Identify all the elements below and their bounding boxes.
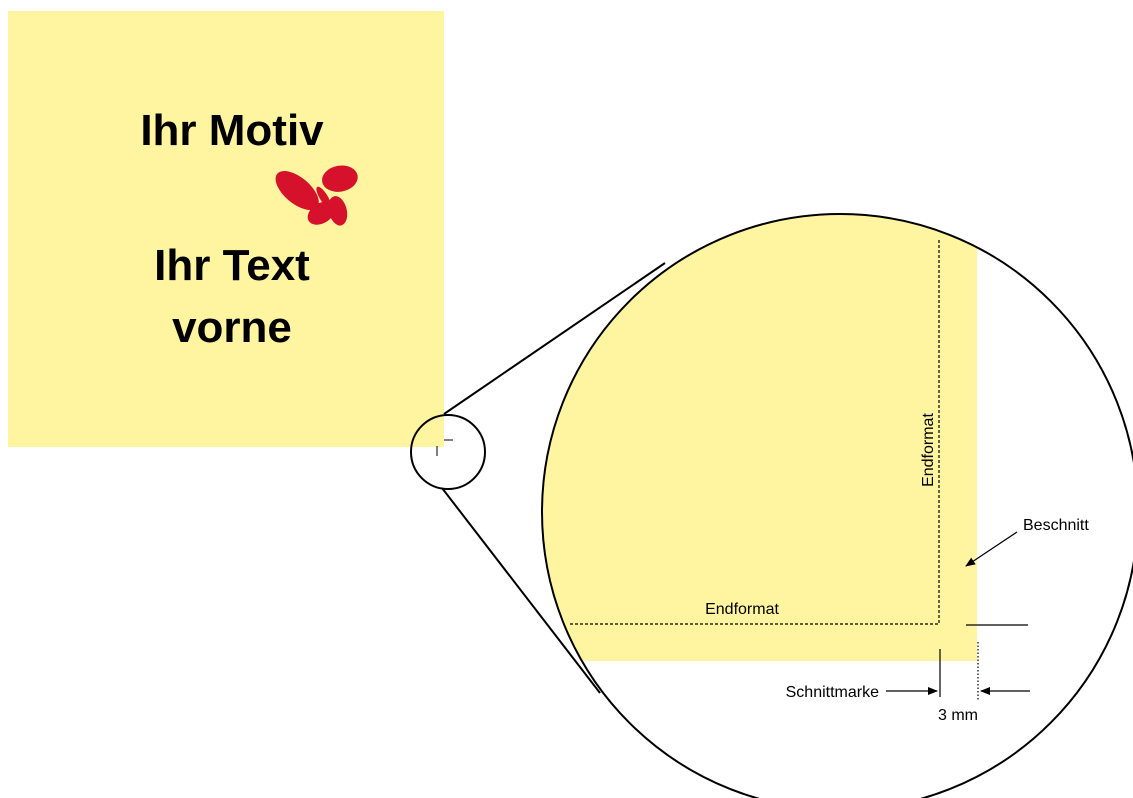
schnittmarke-label: Schnittmarke [786,684,879,701]
endformat-horizontal-label: Endformat [705,601,779,618]
endformat-trim-line [570,238,940,625]
card-background [8,11,444,447]
text-label-line2: vorne [172,303,292,352]
connector-line-bottom [441,487,601,694]
beschnitt-label: Beschnitt [1023,517,1089,534]
text-label-line1: Ihr Text [154,241,310,290]
zoom-bleed-area [542,214,977,661]
motif-label: Ihr Motiv [140,106,324,155]
connector-line-top [443,262,666,415]
endformat-vertical-label: Endformat [920,413,937,487]
beschnitt-arrow [965,531,1018,567]
zoom-view [541,213,1133,798]
butterfly-icon [275,165,358,226]
small-magnifier-circle [410,414,486,490]
zoom-circle-outline [541,213,1133,798]
bleed-size-label: 3 mm [938,707,978,724]
